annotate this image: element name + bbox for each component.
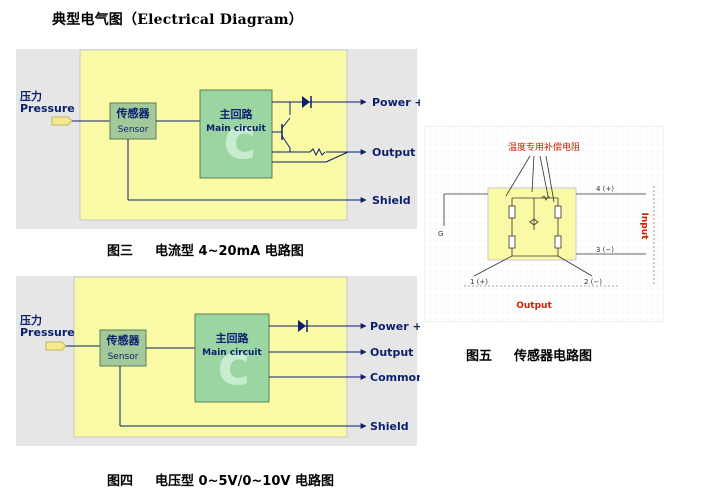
pin-3-label: 3 (−): [596, 246, 614, 254]
pin-2-label: 2 (−): [584, 278, 602, 286]
leader-line-3: [539, 155, 549, 197]
caption-text: 传感器电路图: [514, 349, 593, 364]
leader-line-1: [505, 155, 531, 197]
main-label-cn: 主回路: [220, 107, 254, 121]
terminal-common: Common: [370, 371, 420, 384]
caption-number: 图五: [466, 349, 493, 364]
diagram-sensor-bridge: 温度专用补偿电阻 4 (+) 3 (−) 1 (+) 2 (−) G Input…: [424, 126, 664, 322]
return-join: [325, 151, 349, 163]
caption-number: 图三: [107, 244, 134, 259]
sensor-label-cn: 传感器: [106, 333, 141, 347]
terminal-output: Output: [370, 346, 413, 359]
main-circuit-block: [194, 313, 270, 403]
sensor-label-en: Sensor: [108, 352, 139, 362]
pin-1-label: 1 (+): [470, 278, 488, 286]
leader-line-2: [531, 155, 535, 193]
leader-line-4: [545, 155, 555, 203]
input-label-cn: 压力: [20, 313, 42, 327]
caption-diagram-3: 图三 电流型 4~20mA 电路图: [107, 240, 304, 259]
caption-diagram-5: 图五 传感器电路图: [466, 345, 592, 364]
output-label: Output: [516, 301, 552, 311]
ground-label: G: [438, 230, 443, 238]
watermark-c-icon: c: [217, 333, 250, 398]
sensor-label-cn: 传感器: [116, 106, 151, 120]
terminal-power: Power +: [372, 96, 420, 109]
pin-4-label: 4 (+): [596, 185, 614, 193]
transistor-emitter: [281, 135, 291, 149]
main-label-en: Main circuit: [206, 124, 266, 134]
watermark-c-icon: c: [223, 107, 256, 172]
input-label-en: Pressure: [20, 102, 75, 115]
resistor-icon: [554, 235, 562, 249]
main-label-en: Main circuit: [202, 348, 262, 358]
resistor-icon: [554, 205, 562, 219]
page-title: 典型电气图（Electrical Diagram）: [52, 12, 303, 28]
terminal-output: Output: [372, 146, 415, 159]
caption-text: 电流型 4~20mA 电路图: [155, 244, 304, 259]
input-label-en: Pressure: [20, 326, 75, 339]
caption-text: 电压型 0~5V/0~10V 电路图: [155, 474, 334, 489]
terminal-power: Power +: [370, 320, 420, 333]
caption-number: 图四: [107, 474, 134, 489]
diode-icon: [298, 320, 306, 332]
diagram-current-type: 压力 Pressure 传感器 Sensor c 主回路 Main circui…: [16, 49, 420, 229]
pressure-input-arrow: [51, 116, 73, 126]
sensor-block: [99, 329, 147, 367]
main-label-cn: 主回路: [216, 331, 250, 345]
diagram-voltage-type: 压力 Pressure 传感器 Sensor c 主回路 Main circui…: [16, 276, 420, 446]
pin-1-wire: [473, 255, 513, 277]
terminal-shield: Shield: [372, 194, 411, 207]
pin-2-wire: [557, 255, 593, 277]
resistor-icon: [508, 235, 516, 249]
terminal-shield: Shield: [370, 420, 409, 433]
transistor-collector: [281, 117, 291, 129]
bridge-panel: [487, 187, 577, 261]
main-circuit-block: [199, 89, 273, 179]
input-label-cn: 压力: [20, 89, 42, 103]
pressure-input-arrow: [45, 341, 67, 351]
diode-icon: [302, 96, 310, 108]
sensor-block: [109, 102, 157, 140]
compensation-label: 温度专用补偿电阻: [508, 141, 580, 153]
resistor-icon: [508, 205, 516, 219]
caption-diagram-4: 图四 电压型 0~5V/0~10V 电路图: [107, 470, 334, 489]
resistor-icon: [309, 147, 326, 157]
sensor-label-en: Sensor: [118, 125, 149, 135]
input-label: Input: [639, 213, 649, 241]
adjust-resistor-icon: [529, 218, 539, 226]
zigzag-resistor-icon: [541, 195, 551, 201]
